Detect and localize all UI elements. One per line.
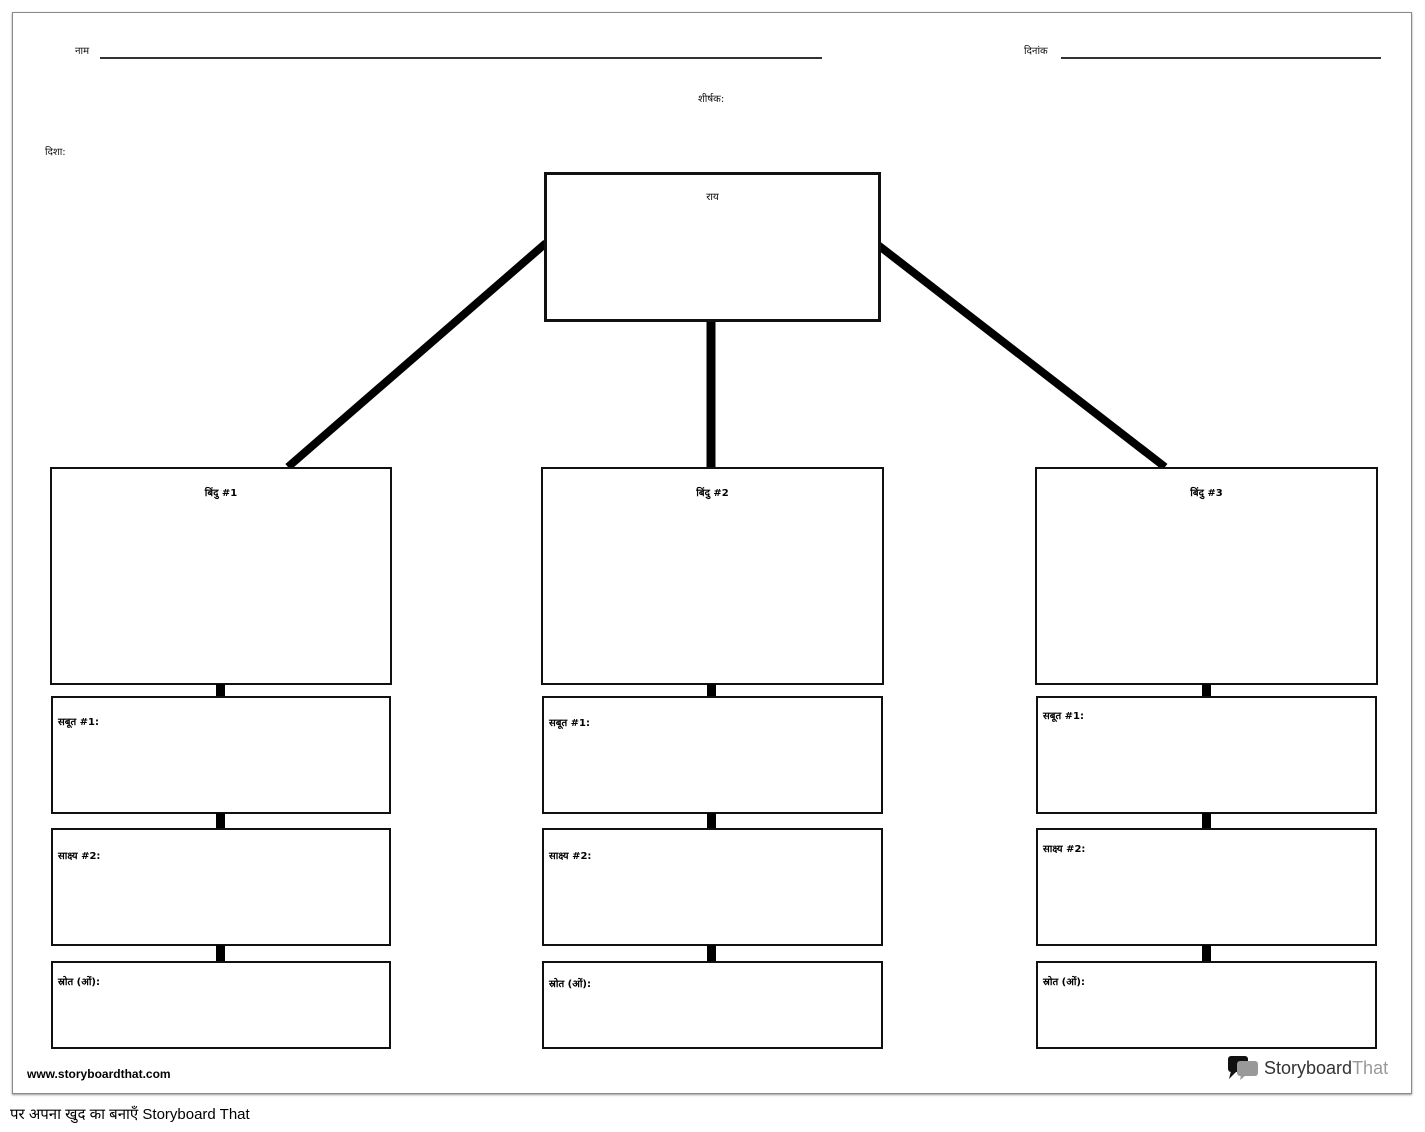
name-field[interactable] <box>100 57 822 59</box>
date-label: दिनांक <box>1024 46 1048 57</box>
evidence2-label: साक्ष्य #2: <box>1043 844 1086 855</box>
evidence2-box-1[interactable]: साक्ष्य #2: <box>51 828 391 946</box>
logo-accent: That <box>1352 1057 1389 1078</box>
title-label: शीर्षक: <box>698 94 725 105</box>
connector-right <box>875 241 1168 471</box>
sources-box-2[interactable]: स्रोत (ओं): <box>542 961 883 1049</box>
connector <box>707 684 716 697</box>
connector-left <box>285 239 549 471</box>
connector <box>216 945 225 962</box>
point-box-3[interactable]: बिंदु #3 <box>1035 467 1378 685</box>
opinion-box[interactable]: राय <box>544 172 881 322</box>
connector <box>1202 945 1211 962</box>
evidence2-box-2[interactable]: साक्ष्य #2: <box>542 828 883 946</box>
point-box-2[interactable]: बिंदु #2 <box>541 467 884 685</box>
sources-label: स्रोत (ओं): <box>1043 977 1085 988</box>
point-label-2: बिंदु #2 <box>696 488 729 499</box>
storyboardthat-logo[interactable]: StoryboardThat <box>1228 1056 1388 1080</box>
connector <box>707 945 716 962</box>
name-label: नाम <box>75 46 90 57</box>
evidence1-box-1[interactable]: सबूत #1: <box>51 696 391 814</box>
storyboardthat-url[interactable]: www.storyboardthat.com <box>27 1067 171 1081</box>
connector <box>216 813 225 829</box>
evidence1-label: सबूत #1: <box>1043 711 1084 722</box>
direction-label: दिशा: <box>45 147 66 158</box>
logo-main: Storyboard <box>1264 1057 1353 1078</box>
sources-box-3[interactable]: स्रोत (ओं): <box>1036 961 1377 1049</box>
evidence2-box-3[interactable]: साक्ष्य #2: <box>1036 828 1377 946</box>
evidence1-box-2[interactable]: सबूत #1: <box>542 696 883 814</box>
worksheet-frame <box>12 12 1412 1094</box>
evidence2-label: साक्ष्य #2: <box>549 851 592 862</box>
speech-bubbles-icon <box>1228 1056 1258 1080</box>
footer-text[interactable]: पर अपना खुद का बनाएँ Storyboard That <box>10 1106 250 1123</box>
point-box-1[interactable]: बिंदु #1 <box>50 467 392 685</box>
opinion-label: राय <box>706 192 719 203</box>
evidence1-box-3[interactable]: सबूत #1: <box>1036 696 1377 814</box>
evidence2-label: साक्ष्य #2: <box>58 851 101 862</box>
connector <box>1202 813 1211 829</box>
sources-label: स्रोत (ओं): <box>58 977 100 988</box>
evidence1-label: सबूत #1: <box>58 717 99 728</box>
connector <box>1202 684 1211 697</box>
sources-box-1[interactable]: स्रोत (ओं): <box>51 961 391 1049</box>
connector <box>707 813 716 829</box>
date-field[interactable] <box>1061 57 1381 59</box>
point-label-3: बिंदु #3 <box>1190 488 1223 499</box>
connector <box>216 684 225 697</box>
evidence1-label: सबूत #1: <box>549 718 590 729</box>
sources-label: स्रोत (ओं): <box>549 979 591 990</box>
point-label-1: बिंदु #1 <box>204 488 238 499</box>
